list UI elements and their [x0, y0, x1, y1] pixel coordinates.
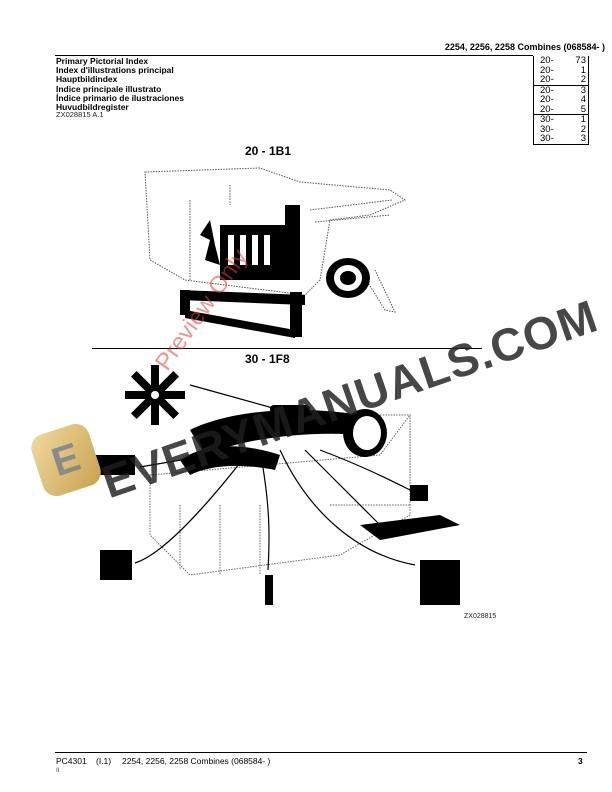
index-title-sv: Huvudbildregister: [56, 102, 129, 113]
index-titles: Primary Pictorial Index Index d'illustra…: [56, 56, 185, 113]
page-group-3: 30-1 30-2 30-3: [534, 115, 588, 145]
figure-label-bottom: 30 - 1F8: [245, 352, 290, 366]
page-group-2: 20-3 20-4 20-5: [534, 84, 588, 115]
page-number: 3: [578, 756, 583, 766]
index-title-de: Hauptbildindex: [56, 74, 118, 85]
page-row[interactable]: 20-2: [540, 74, 586, 85]
page-reference-table: 20-73 20-1 20-2 20-3 20-4 20-5 30-1 30-2…: [533, 56, 589, 145]
page-row[interactable]: 20-1: [540, 64, 586, 76]
page-row[interactable]: 30-2: [540, 123, 586, 135]
index-reference: ZX028815 A.1: [56, 110, 104, 119]
footer-code: PC4301: [56, 756, 87, 766]
engine-illustration-top[interactable]: [130, 160, 410, 340]
page-row[interactable]: 30-3: [540, 133, 586, 144]
footer-rule: [55, 752, 587, 753]
index-title-es: Índice primario de ilustraciones: [56, 92, 185, 103]
figure-label-top: 20 - 1B1: [245, 144, 292, 158]
header-rule: [55, 55, 533, 56]
index-title-fr: Index d'illustrations principal: [56, 65, 174, 76]
footer-sub: II: [56, 767, 60, 774]
index-title-en: Primary Pictorial Index: [56, 56, 149, 66]
page-row[interactable]: 20-3: [540, 84, 586, 96]
page-row[interactable]: 20-4: [540, 94, 586, 105]
figure-reference: ZX028815: [464, 613, 497, 620]
page-group-1: 20-73 20-1 20-2: [534, 56, 588, 86]
footer-title: 2254, 2256, 2258 Combines (068584- ): [122, 756, 271, 766]
index-title-it: Indice principale illustrato: [56, 83, 162, 94]
page-row[interactable]: 30-1: [540, 114, 586, 125]
figure-divider: [92, 348, 482, 349]
footer-revision: (I.1): [96, 756, 112, 766]
document-header-title: 2254, 2256, 2258 Combines (068584- ): [444, 42, 605, 52]
page-row[interactable]: 20-73: [540, 55, 586, 66]
page-row[interactable]: 20-5: [540, 103, 586, 115]
engine-illustration-bottom[interactable]: [80, 355, 520, 615]
